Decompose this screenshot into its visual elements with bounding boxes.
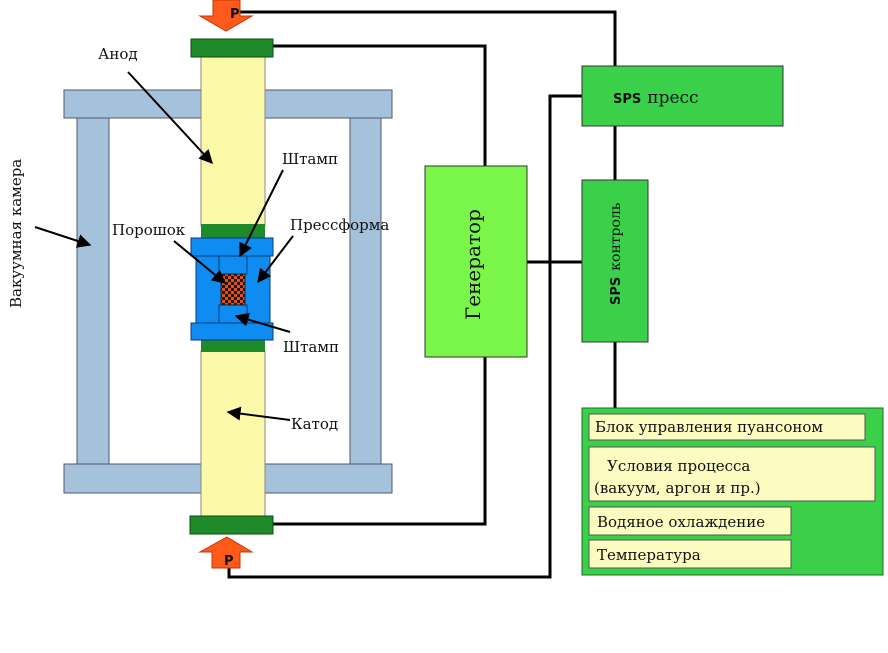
pressure-arrow-bottom: P	[198, 536, 254, 569]
stamp-top-pointer	[239, 169, 284, 258]
chamber-left-post	[76, 117, 110, 465]
cathode-cap	[189, 515, 274, 535]
top-punch	[218, 255, 248, 275]
vacuum-chamber-pointer	[34, 226, 92, 248]
mold-label: Прессформа	[290, 216, 389, 234]
top-plate	[190, 237, 274, 257]
powder-pointer	[173, 240, 227, 284]
process-conditions-label: Условия процесса	[607, 457, 750, 475]
water-cooling-label: Водяное охлаждение	[597, 513, 765, 531]
cathode-label: Катод	[291, 415, 338, 433]
sps-control-box	[581, 179, 649, 343]
wire-anode-generator	[272, 44, 487, 166]
punch-control-block	[588, 413, 866, 441]
chamber-right-post	[349, 117, 382, 465]
cathode-top-band	[201, 340, 265, 352]
anode-label: Анод	[98, 45, 138, 63]
wire-press-bottom-pressure	[227, 94, 582, 579]
powder-sample	[220, 273, 246, 306]
wire-top-pressure	[237, 10, 617, 66]
temperature-block	[588, 539, 792, 569]
anode-column	[200, 55, 266, 227]
stamp-top-label: Штамп	[282, 150, 338, 168]
wires	[227, 10, 617, 579]
control-panel: Блок управления пуансоном Условия процес…	[581, 407, 884, 576]
punch-control-label: Блок управления пуансоном	[595, 418, 823, 436]
anode-cap	[190, 38, 274, 58]
sps-control-label: SPSконтроль	[608, 202, 624, 305]
anode-bottom-band	[201, 224, 265, 238]
stamp-bottom-pointer	[234, 312, 291, 333]
process-conditions-block	[588, 446, 876, 502]
bottom-plate	[190, 322, 274, 341]
cathode-column	[200, 350, 266, 517]
pressure-label-top: P	[230, 7, 240, 22]
process-conditions-detail: (вакуум, аргон и пр.)	[594, 479, 761, 497]
mold-assembly	[190, 237, 274, 341]
temperature-label: Температура	[597, 546, 701, 564]
anode-pointer	[127, 71, 213, 165]
cathode-pointer	[226, 406, 291, 421]
generator-box	[424, 165, 528, 358]
wire-generator-cathode	[272, 357, 487, 526]
bottom-punch	[218, 304, 248, 324]
pressure-arrow-top: P	[198, 0, 254, 32]
stamp-bottom-label: Штамп	[283, 338, 339, 356]
generator-label: Генератор	[461, 209, 485, 320]
sps-press-box	[581, 65, 784, 127]
mold-pointer	[257, 235, 294, 284]
pressure-label-bottom: P	[224, 554, 234, 569]
water-cooling-block	[588, 506, 792, 536]
vacuum-chamber-label: Вакуумная камера	[7, 159, 25, 308]
powder-label: Порошок	[112, 221, 186, 239]
